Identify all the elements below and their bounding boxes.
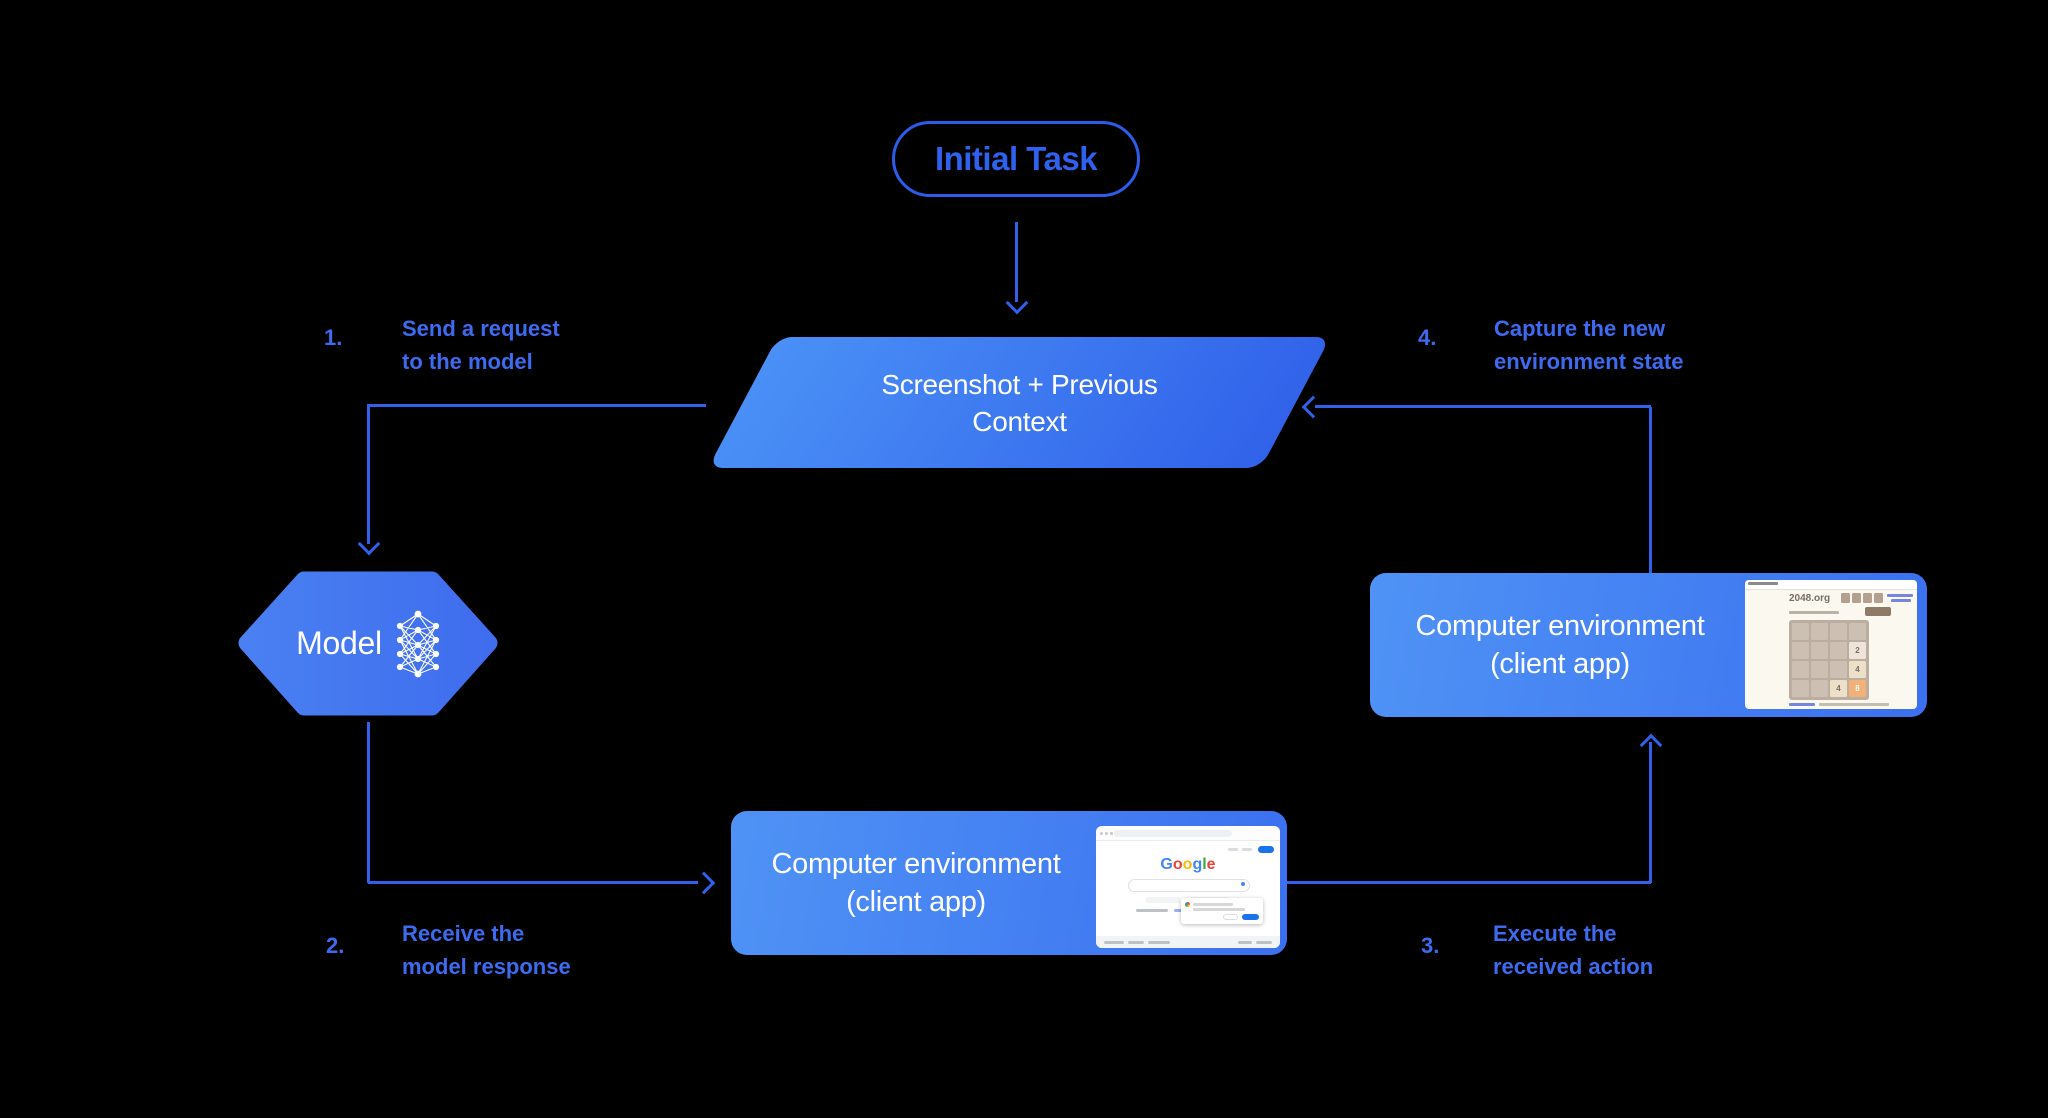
arrow-initialtask-head-icon bbox=[1005, 291, 1029, 315]
dialog-primary-button bbox=[1242, 914, 1259, 920]
empty-cell bbox=[1811, 680, 1828, 697]
empty-cell bbox=[1792, 642, 1809, 659]
empty-cell bbox=[1830, 661, 1847, 678]
arrow-1-hline bbox=[368, 404, 706, 407]
step-1-number: 1. bbox=[324, 325, 343, 350]
screenshot-context-label: Screenshot + Previous Context bbox=[881, 368, 1158, 437]
empty-cell bbox=[1811, 642, 1828, 659]
empty-cell bbox=[1792, 680, 1809, 697]
arrow-2-head-icon bbox=[692, 871, 716, 895]
arrow-4-hline bbox=[1315, 404, 1651, 408]
score-box bbox=[1852, 593, 1861, 603]
game-tile: 8 bbox=[1849, 680, 1866, 697]
dialog-secondary-button bbox=[1223, 914, 1238, 920]
node-env-bottom: Google bbox=[731, 811, 1287, 955]
initial-task-label: Initial Task bbox=[934, 140, 1098, 177]
game-tile: 4 bbox=[1849, 661, 1866, 678]
node-model-hexagon bbox=[238, 571, 498, 716]
step-3-label: Execute the received action bbox=[1493, 921, 1654, 979]
empty-cell bbox=[1830, 623, 1847, 640]
arrow-2-vline bbox=[366, 722, 370, 883]
model-label: Model bbox=[296, 625, 382, 661]
arrow-4-head-icon bbox=[1301, 395, 1325, 419]
arrow-1-head-icon bbox=[357, 532, 381, 556]
browser-chrome bbox=[1096, 826, 1280, 841]
game-tile: 2 bbox=[1849, 642, 1866, 659]
arrow-4-vline bbox=[1648, 407, 1652, 573]
empty-cell bbox=[1849, 623, 1866, 640]
google-search-button bbox=[1146, 897, 1180, 903]
env-bottom-label: Computer environment (client app) bbox=[771, 848, 1061, 918]
game-tile: 4 bbox=[1830, 680, 1847, 697]
model-content: Model bbox=[238, 571, 498, 716]
google-search-screenshot: Google bbox=[1096, 826, 1280, 948]
step-4-label: Capture the new environment state bbox=[1494, 316, 1684, 374]
node-initial-task: Initial Task bbox=[892, 121, 1140, 197]
address-bar bbox=[1114, 830, 1232, 837]
arrow-2-hline bbox=[368, 880, 698, 884]
arrow-3-vline bbox=[1648, 742, 1652, 883]
arrow-1-vline bbox=[366, 404, 370, 544]
score-box bbox=[1863, 593, 1872, 603]
arrow-3-hline bbox=[1287, 880, 1651, 884]
google-g-icon bbox=[1185, 902, 1190, 907]
score-box bbox=[1841, 593, 1850, 603]
empty-cell bbox=[1811, 661, 1828, 678]
sign-in-dialog bbox=[1181, 898, 1263, 924]
empty-cell bbox=[1811, 623, 1828, 640]
score-box bbox=[1874, 593, 1883, 603]
google-search-bar bbox=[1128, 879, 1250, 892]
step-4-number: 4. bbox=[1418, 325, 1437, 350]
arrow-initialtask-line bbox=[1014, 222, 1018, 302]
sign-in-button bbox=[1258, 846, 1274, 853]
new-game-button bbox=[1865, 607, 1891, 616]
env-right-label: Computer environment (client app) bbox=[1415, 610, 1705, 680]
step-1-label: Send a request to the model bbox=[402, 316, 560, 374]
empty-cell bbox=[1792, 661, 1809, 678]
browser-tab-bar bbox=[1745, 580, 1917, 590]
empty-cell bbox=[1830, 642, 1847, 659]
empty-cell bbox=[1792, 623, 1809, 640]
google-logo: Google bbox=[1160, 856, 1216, 873]
arrow-3-head-icon bbox=[1639, 733, 1663, 757]
step-3-number: 3. bbox=[1421, 933, 1440, 958]
step-2-label: Receive the model response bbox=[402, 921, 571, 979]
google-footer bbox=[1096, 936, 1280, 948]
game-title: 2048.org bbox=[1789, 593, 1831, 604]
neural-network-icon bbox=[396, 610, 439, 677]
step-2-number: 2. bbox=[326, 933, 345, 958]
